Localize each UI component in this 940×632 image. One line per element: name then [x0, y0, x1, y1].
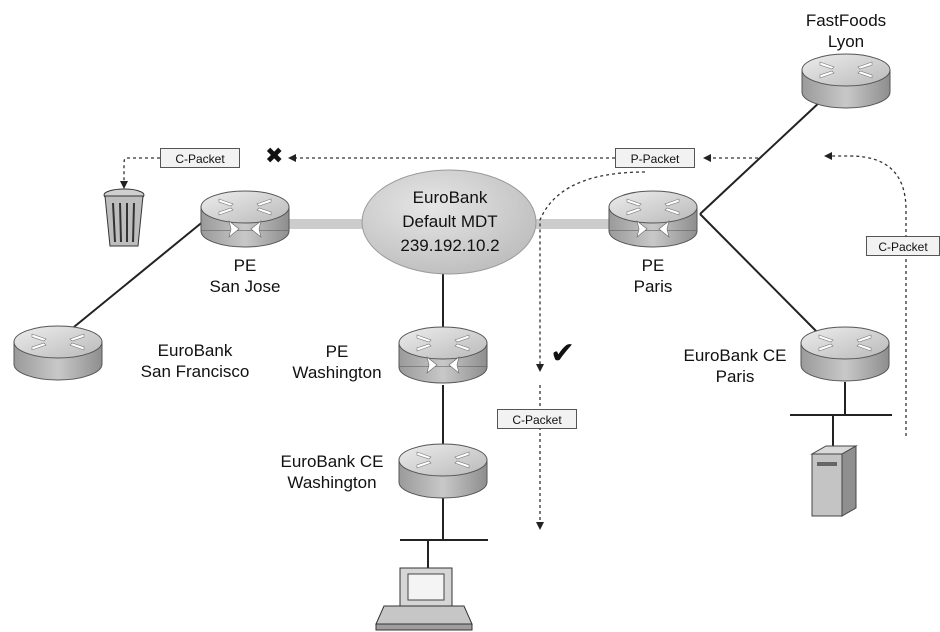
mdt-cloud	[361, 169, 537, 275]
router-eurobank-sf	[13, 325, 103, 381]
label-fastfoods-lyon: FastFoods Lyon	[786, 10, 906, 52]
c-packet-source-box: C-Packet	[866, 236, 940, 256]
label-eurobank-sf: EuroBank San Francisco	[120, 340, 270, 382]
router-eurobank-ce-washington	[398, 443, 488, 499]
label-pe-paris-line1: PE	[641, 256, 665, 275]
label-eurobank-ce-washington: EuroBank CE Washington	[262, 451, 402, 493]
link-sf-sanjose	[57, 219, 206, 341]
mdt-label-line1: EuroBank	[412, 188, 488, 207]
path-c-packet-from-ce-paris	[824, 152, 907, 436]
server-icon	[810, 445, 858, 517]
router-eurobank-ce-paris	[800, 326, 890, 382]
label-pe-paris: PE Paris	[603, 255, 703, 297]
label-fastfoods-lyon-line2: Lyon	[827, 32, 865, 51]
drop-x-icon: ✖	[265, 144, 284, 169]
label-eurobank-ce-washington-line1: EuroBank CE	[280, 452, 384, 471]
path-c-packet-to-trash	[120, 157, 160, 189]
label-pe-washington: PE Washington	[272, 341, 402, 383]
mdt-label-line2: Default MDT	[402, 212, 498, 231]
router-pe-sanjose	[200, 190, 290, 248]
label-pe-sanjose: PE San Jose	[185, 255, 305, 297]
label-pe-sanjose-line1: PE	[233, 256, 257, 275]
label-eurobank-ce-paris-line2: Paris	[715, 367, 755, 386]
label-eurobank-ce-paris: EuroBank CE Paris	[660, 345, 810, 387]
link-paris-ce-paris	[699, 213, 821, 336]
label-eurobank-sf-line1: EuroBank	[157, 341, 233, 360]
label-pe-washington-line2: Washington	[292, 363, 382, 382]
trash-can-icon	[103, 188, 145, 247]
router-fastfoods-lyon	[801, 53, 891, 109]
mdt-label-line3: 239.192.10.2	[400, 236, 500, 255]
p-packet-box: P-Packet	[615, 148, 695, 168]
link-paris-lyon	[699, 99, 823, 215]
workstation-icon	[375, 567, 473, 631]
label-fastfoods-lyon-line1: FastFoods	[805, 11, 887, 30]
c-packet-dropped-box: C-Packet	[160, 148, 240, 168]
router-pe-paris	[608, 190, 698, 248]
mdt-label: EuroBank Default MDT 239.192.10.2	[365, 186, 535, 258]
label-eurobank-ce-paris-line1: EuroBank CE	[683, 346, 787, 365]
router-pe-washington	[398, 326, 488, 384]
label-eurobank-ce-washington-line2: Washington	[287, 473, 377, 492]
c-packet-delivered-box: C-Packet	[497, 409, 577, 429]
label-eurobank-sf-line2: San Francisco	[140, 362, 250, 381]
path-p-packet-to-washington-a	[536, 171, 646, 372]
label-pe-sanjose-line2: San Jose	[209, 277, 281, 296]
accept-check-icon: ✔	[550, 336, 576, 371]
label-pe-paris-line2: Paris	[633, 277, 673, 296]
label-pe-washington-line1: PE	[325, 342, 349, 361]
